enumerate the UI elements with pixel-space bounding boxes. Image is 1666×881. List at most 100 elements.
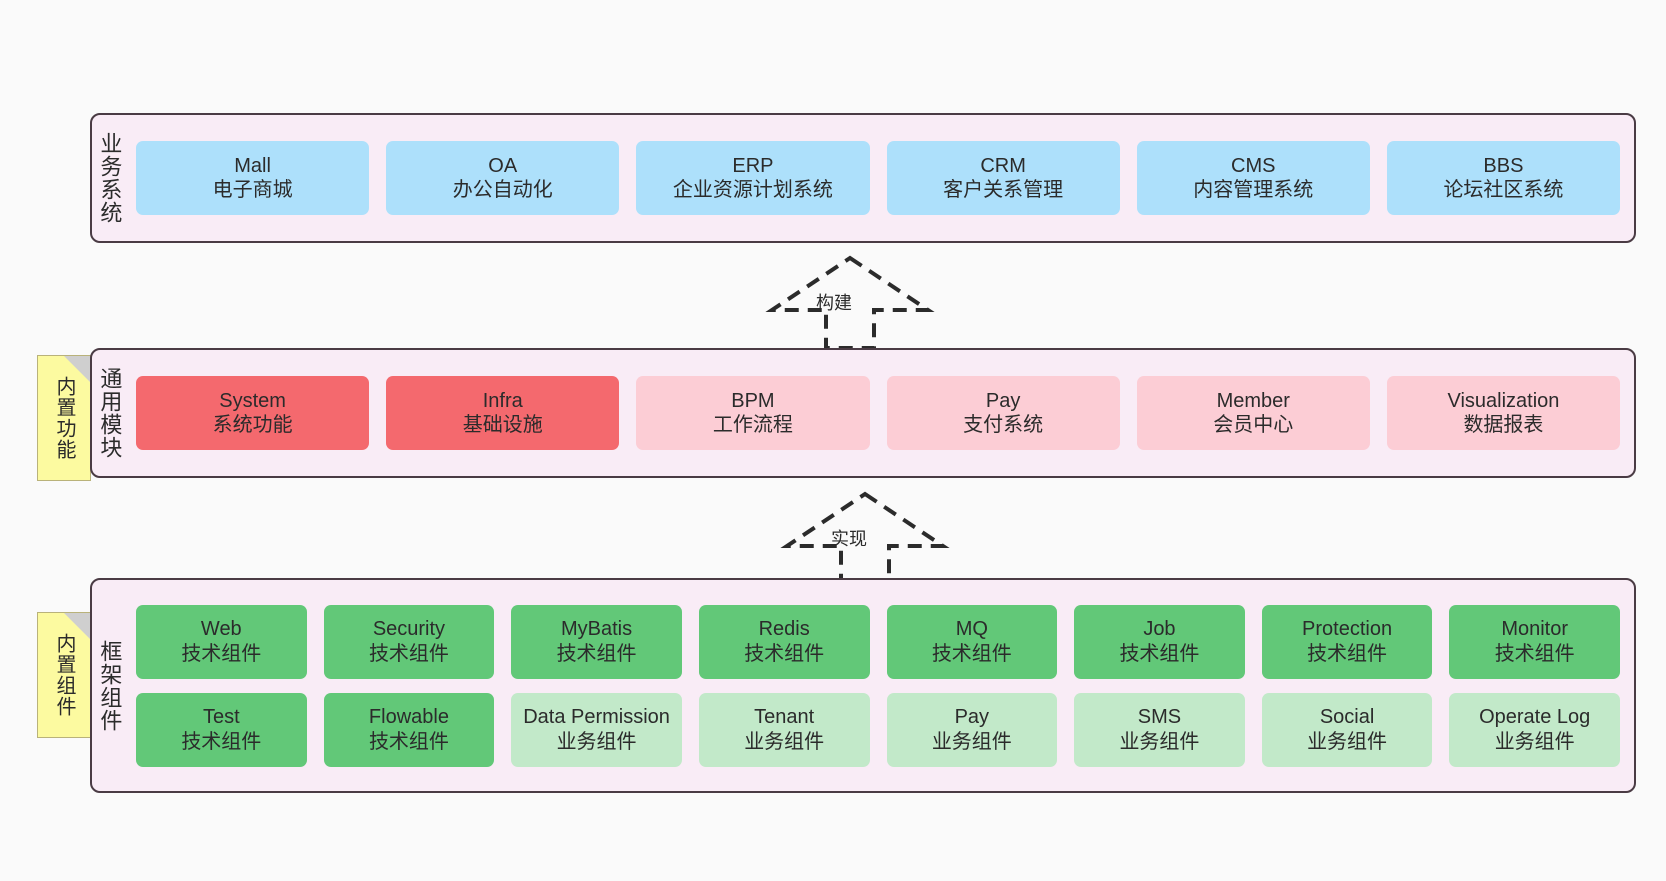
node-flowable[interactable]: Flowable 技术组件 bbox=[323, 692, 495, 767]
node-label-en: Data Permission bbox=[523, 706, 670, 729]
layer-body-business: Mall 电子商城 OA 办公自动化 ERP 企业资源计划系统 CRM 客户关系… bbox=[126, 115, 1634, 241]
layer-row: System 系统功能 Infra 基础设施 BPM 工作流程 Pay 支付系统… bbox=[136, 376, 1621, 450]
connector-implement: 实现 bbox=[775, 488, 955, 588]
node-member[interactable]: Member 会员中心 bbox=[1136, 376, 1370, 450]
node-mall[interactable]: Mall 电子商城 bbox=[136, 141, 370, 215]
node-web[interactable]: Web 技术组件 bbox=[136, 604, 307, 679]
node-label-cn: 会员中心 bbox=[1213, 414, 1294, 436]
node-sms[interactable]: SMS 业务组件 bbox=[1074, 692, 1245, 767]
node-label-en: Mall bbox=[234, 154, 271, 177]
node-label-en: Job bbox=[1143, 618, 1176, 641]
node-label-en: Member bbox=[1216, 389, 1290, 412]
node-protection[interactable]: Protection 技术组件 bbox=[1261, 604, 1433, 679]
layer-body-framework: Web 技术组件 Security 技术组件 MyBatis 技术组件 Redi… bbox=[126, 580, 1634, 791]
node-oa[interactable]: OA 办公自动化 bbox=[386, 141, 620, 215]
node-label-cn: 基础设施 bbox=[462, 414, 543, 436]
node-label-en: Web bbox=[200, 618, 242, 641]
node-label-cn: 业务组件 bbox=[1494, 730, 1575, 753]
layer-title-business: 业务系统 bbox=[97, 132, 123, 224]
node-social[interactable]: Social 业务组件 bbox=[1261, 692, 1433, 767]
node-pay-module[interactable]: Pay 支付系统 bbox=[886, 376, 1120, 450]
note-builtin-components: 内置组件 bbox=[37, 612, 91, 738]
node-label-cn: 业务组件 bbox=[931, 730, 1012, 753]
node-monitor[interactable]: Monitor 技术组件 bbox=[1449, 604, 1620, 679]
node-pay-component[interactable]: Pay 业务组件 bbox=[886, 692, 1058, 767]
note-text: 内置组件 bbox=[53, 633, 75, 717]
node-erp[interactable]: ERP 企业资源计划系统 bbox=[636, 141, 870, 215]
note-builtin-functions: 内置功能 bbox=[37, 355, 91, 481]
node-data-permission[interactable]: Data Permission 业务组件 bbox=[511, 692, 682, 767]
node-visualization[interactable]: Visualization 数据报表 bbox=[1386, 376, 1621, 450]
node-label-cn: 业务组件 bbox=[556, 730, 637, 753]
node-label-cn: 技术组件 bbox=[1307, 642, 1388, 665]
node-mybatis[interactable]: MyBatis 技术组件 bbox=[511, 604, 682, 679]
node-label-en: Visualization bbox=[1447, 389, 1560, 412]
node-label-en: Social bbox=[1319, 706, 1375, 729]
layer-row: Test 技术组件 Flowable 技术组件 Data Permission … bbox=[136, 692, 1620, 767]
layer-row: Web 技术组件 Security 技术组件 MyBatis 技术组件 Redi… bbox=[136, 604, 1620, 679]
node-label-en: Redis bbox=[758, 618, 810, 641]
node-label-en: System bbox=[219, 389, 286, 412]
node-label-cn: 办公自动化 bbox=[452, 179, 553, 201]
node-label-cn: 系统功能 bbox=[212, 414, 293, 436]
node-label-cn: 支付系统 bbox=[963, 414, 1044, 436]
node-label-en: BPM bbox=[731, 389, 775, 412]
node-label-en: Operate Log bbox=[1479, 706, 1591, 729]
node-label-en: Flowable bbox=[368, 706, 449, 729]
node-label-en: SMS bbox=[1137, 706, 1182, 729]
node-label-cn: 技术组件 bbox=[368, 642, 449, 665]
node-test[interactable]: Test 技术组件 bbox=[136, 692, 307, 767]
node-tenant[interactable]: Tenant 业务组件 bbox=[698, 692, 870, 767]
layer-body-common: System 系统功能 Infra 基础设施 BPM 工作流程 Pay 支付系统… bbox=[126, 350, 1634, 476]
node-label-en: MyBatis bbox=[561, 618, 633, 641]
node-label-en: Security bbox=[372, 618, 446, 641]
node-label-en: Pay bbox=[954, 706, 990, 729]
node-bpm[interactable]: BPM 工作流程 bbox=[636, 376, 870, 450]
node-mq[interactable]: MQ 技术组件 bbox=[886, 604, 1058, 679]
node-label-en: Pay bbox=[985, 389, 1021, 412]
note-fold-corner-icon bbox=[64, 356, 90, 382]
node-label-cn: 技术组件 bbox=[931, 642, 1012, 665]
node-label-cn: 技术组件 bbox=[181, 730, 262, 753]
node-label-en: CMS bbox=[1231, 154, 1276, 177]
node-label-cn: 电子商城 bbox=[212, 179, 293, 201]
layer-business-system: 业务系统 Mall 电子商城 OA 办公自动化 ERP 企业资源计划系统 CRM… bbox=[90, 113, 1636, 243]
node-label-cn: 技术组件 bbox=[1119, 642, 1200, 665]
node-label-cn: 工作流程 bbox=[712, 414, 793, 436]
node-label-cn: 技术组件 bbox=[556, 642, 637, 665]
node-label-en: Test bbox=[202, 706, 240, 729]
node-bbs[interactable]: BBS 论坛社区系统 bbox=[1386, 141, 1621, 215]
node-label-cn: 技术组件 bbox=[181, 642, 262, 665]
node-label-cn: 技术组件 bbox=[368, 730, 449, 753]
connector-label-build: 构建 bbox=[816, 293, 852, 313]
node-label-cn: 业务组件 bbox=[1119, 730, 1200, 753]
node-label-en: ERP bbox=[732, 154, 774, 177]
node-infra[interactable]: Infra 基础设施 bbox=[386, 376, 620, 450]
node-label-en: BBS bbox=[1483, 154, 1524, 177]
node-label-cn: 客户关系管理 bbox=[943, 179, 1064, 201]
node-label-cn: 技术组件 bbox=[744, 642, 825, 665]
node-job[interactable]: Job 技术组件 bbox=[1074, 604, 1245, 679]
node-redis[interactable]: Redis 技术组件 bbox=[698, 604, 870, 679]
node-label-en: Infra bbox=[482, 389, 523, 412]
node-cms[interactable]: CMS 内容管理系统 bbox=[1136, 141, 1370, 215]
connector-label-implement: 实现 bbox=[831, 529, 867, 549]
layer-framework-component: 框架组件 Web 技术组件 Security 技术组件 MyBatis 技术组件… bbox=[90, 578, 1636, 793]
note-fold-corner-icon bbox=[64, 613, 90, 639]
node-system[interactable]: System 系统功能 bbox=[136, 376, 370, 450]
layer-title-framework: 框架组件 bbox=[97, 639, 123, 732]
node-label-en: Protection bbox=[1302, 618, 1393, 641]
node-label-cn: 内容管理系统 bbox=[1193, 179, 1314, 201]
node-label-cn: 数据报表 bbox=[1463, 414, 1544, 436]
node-label-cn: 业务组件 bbox=[1307, 730, 1388, 753]
note-text: 内置功能 bbox=[53, 376, 75, 460]
node-label-en: OA bbox=[488, 154, 518, 177]
node-security[interactable]: Security 技术组件 bbox=[323, 604, 495, 679]
node-label-en: Monitor bbox=[1501, 618, 1569, 641]
node-operate-log[interactable]: Operate Log 业务组件 bbox=[1449, 692, 1620, 767]
node-crm[interactable]: CRM 客户关系管理 bbox=[886, 141, 1120, 215]
node-label-en: Tenant bbox=[754, 706, 815, 729]
layer-title-common: 通用模块 bbox=[97, 367, 123, 459]
node-label-cn: 论坛社区系统 bbox=[1443, 179, 1564, 201]
node-label-en: CRM bbox=[980, 154, 1026, 177]
